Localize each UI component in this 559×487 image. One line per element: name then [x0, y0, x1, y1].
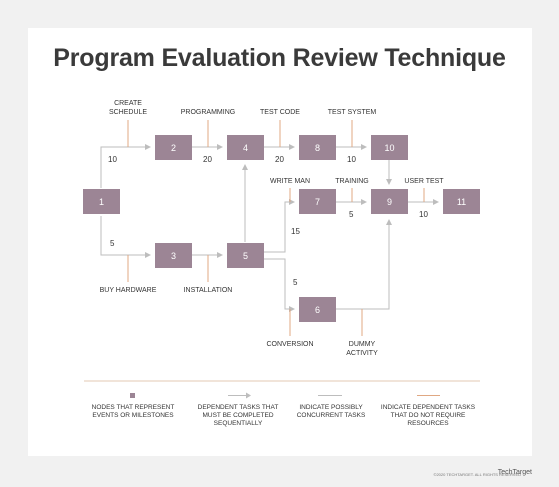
node-8: 8: [299, 135, 336, 160]
svg-text:1: 1: [99, 197, 104, 207]
label-user-test: USER TEST: [404, 178, 444, 185]
node-1: 1: [83, 189, 120, 214]
label-test-code: TEST CODE: [260, 109, 300, 116]
label-training: TRAINING: [335, 178, 368, 185]
durations: 10 20 20 10 5 15 5 10 5: [108, 155, 428, 287]
task-labels: CREATE SCHEDULE PROGRAMMING TEST CODE TE…: [100, 100, 445, 357]
label-test-system: TEST SYSTEM: [328, 109, 377, 116]
svg-text:10: 10: [384, 143, 394, 153]
node-6: 6: [299, 297, 336, 322]
connectors: [100, 144, 439, 312]
label-dummy-activity-2: ACTIVITY: [346, 350, 378, 357]
svg-text:11: 11: [457, 197, 466, 207]
node-4: 4: [227, 135, 264, 160]
svg-text:9: 9: [387, 197, 392, 207]
legend-dummy-text: INDICATE DEPENDENT TASKS THAT DO NOT REQ…: [380, 404, 476, 427]
label-write-man: WRITE MAN: [270, 178, 310, 185]
svg-text:6: 6: [315, 305, 320, 315]
svg-text:3: 3: [171, 251, 176, 261]
svg-text:7: 7: [315, 197, 320, 207]
svg-text:2: 2: [171, 143, 176, 153]
label-ticks: [127, 120, 425, 336]
node-5: 5: [227, 243, 264, 268]
diagram-title: Program Evaluation Review Technique: [53, 44, 506, 72]
label-programming: PROGRAMMING: [181, 109, 235, 116]
edge-5-6: [264, 258, 295, 312]
node-9: 9: [371, 189, 408, 214]
duration-8-10: 10: [347, 155, 356, 164]
duration-7-9: 5: [349, 210, 354, 219]
node-11: 11: [443, 189, 480, 214]
node-3: 3: [155, 243, 192, 268]
techtarget-logo: TechTarget: [497, 469, 532, 476]
legend-node-symbol: [130, 393, 135, 398]
duration-5-7: 15: [291, 227, 300, 236]
label-conversion: CONVERSION: [266, 341, 313, 348]
legend-nodes-text: NODES THAT REPRESENT EVENTS OR MILESTONE…: [91, 404, 175, 419]
legend-symbols: [130, 392, 440, 399]
duration-1-3: 5: [110, 239, 115, 248]
duration-9-11: 10: [419, 210, 428, 219]
svg-text:4: 4: [243, 143, 248, 153]
duration-4-8: 20: [275, 155, 284, 164]
label-dummy-activity-1: DUMMY: [349, 341, 376, 348]
edge-1-3: [100, 216, 151, 258]
edge-5-7: [264, 199, 295, 253]
node-2: 2: [155, 135, 192, 160]
edge-6-9-dummy: [336, 219, 392, 310]
duration-5-6: 5: [293, 278, 298, 287]
svg-text:8: 8: [315, 143, 320, 153]
label-create-schedule-2: SCHEDULE: [109, 109, 147, 116]
node-10: 10: [371, 135, 408, 160]
edge-1-2: [100, 144, 151, 188]
duration-1-2: 10: [108, 155, 117, 164]
nodes: 1 2 3 4 5 6 7 8: [83, 135, 480, 322]
svg-text:5: 5: [243, 251, 248, 261]
legend-sequential-text: DEPENDENT TASKS THAT MUST BE COMPLETED S…: [197, 404, 279, 427]
legend-concurrent-text: INDICATE POSSIBLY CONCURRENT TASKS: [296, 404, 366, 419]
label-installation: INSTALLATION: [184, 287, 233, 294]
label-create-schedule-1: CREATE: [114, 100, 142, 107]
node-7: 7: [299, 189, 336, 214]
duration-2-4: 20: [203, 155, 212, 164]
label-buy-hardware: BUY HARDWARE: [100, 287, 157, 294]
diagram-card: [28, 28, 532, 456]
copyright-credit: ©2020 TECHTARGET. ALL RIGHTS RESERVED: [433, 472, 522, 477]
legend-arrow-symbol: [228, 392, 251, 399]
